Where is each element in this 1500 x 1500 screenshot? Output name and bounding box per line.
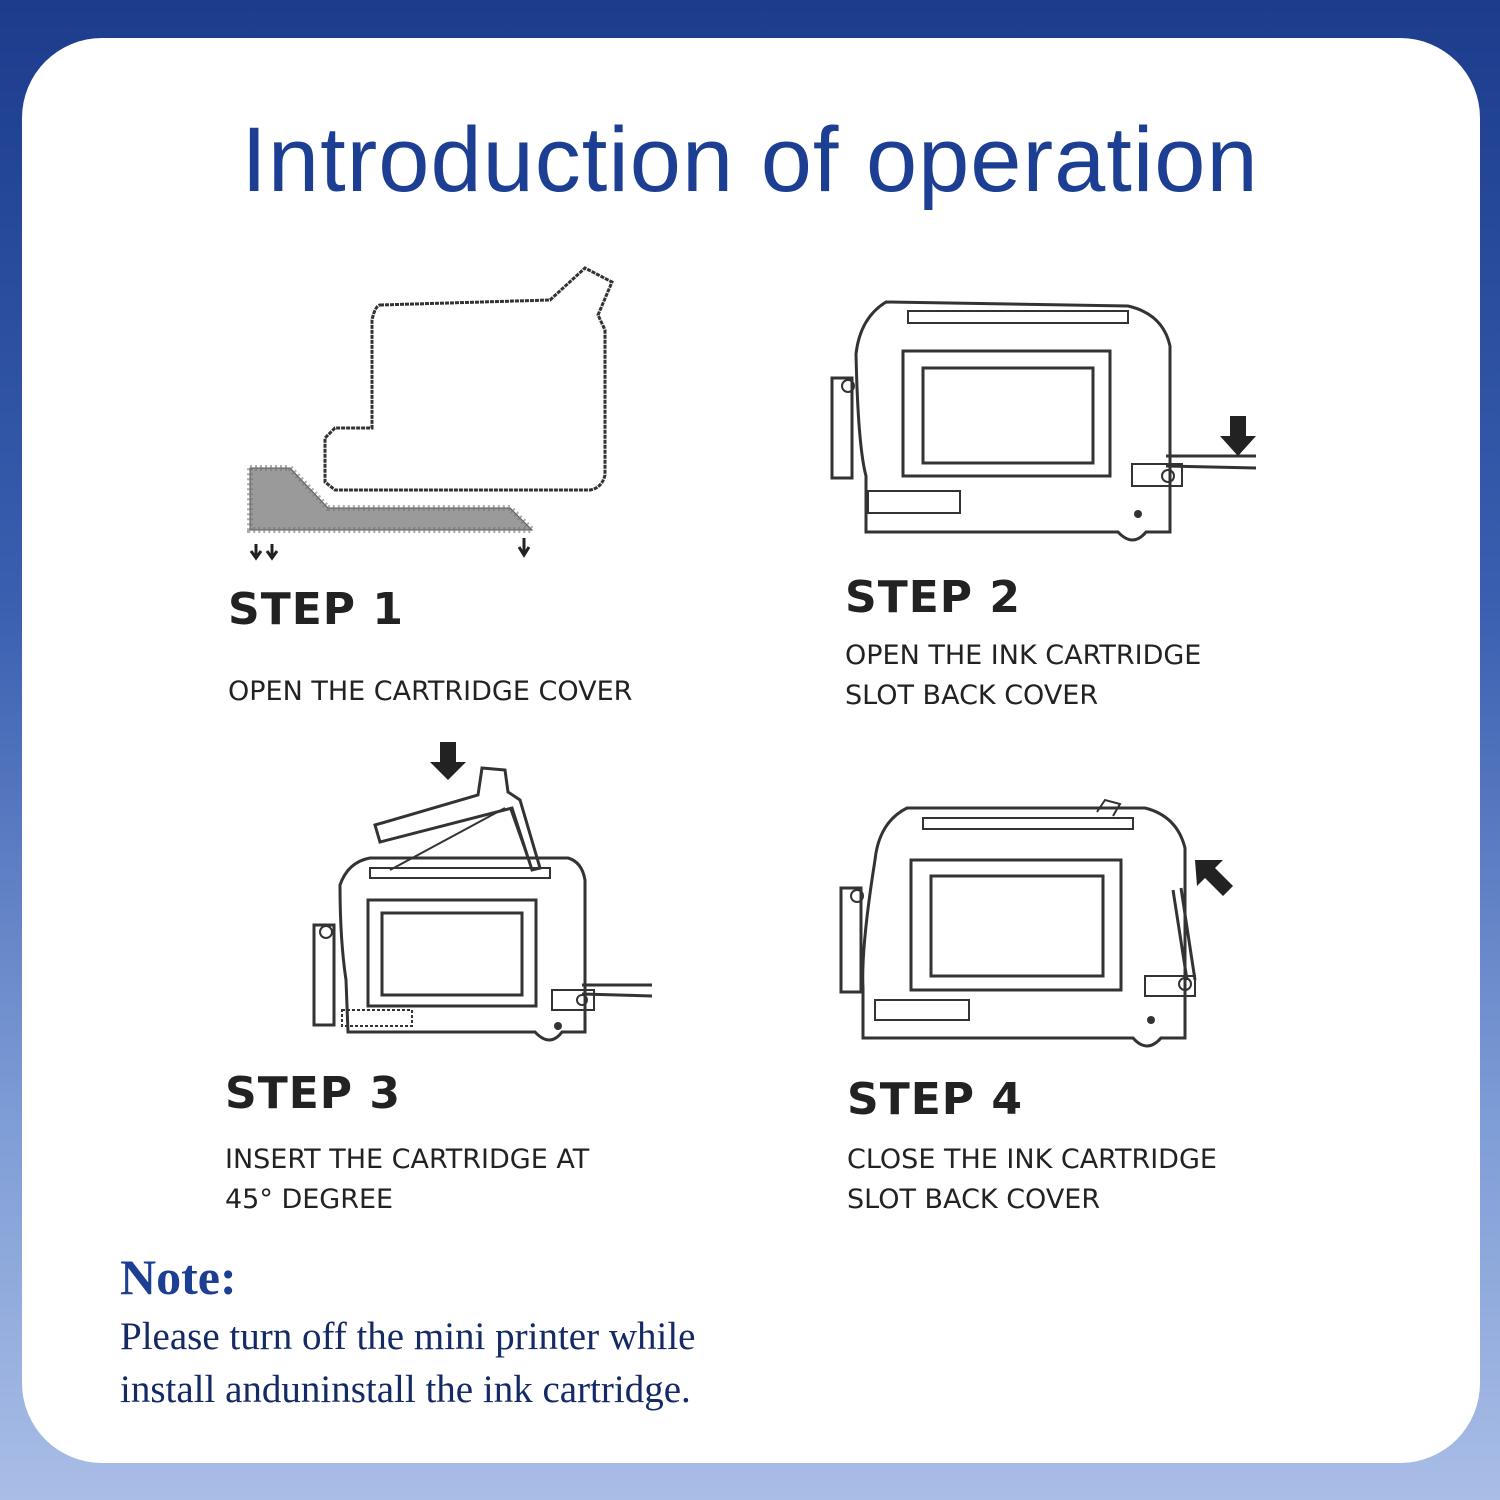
step-1-description: OPEN THE CARTRIDGE COVER: [228, 672, 632, 712]
step-2-printer-illustration: [830, 300, 1257, 542]
step-2-title: STEP 2: [845, 572, 1021, 623]
step-2-description: OPEN THE INK CARTRIDGE SLOT BACK COVER: [845, 636, 1201, 716]
step-4-line-1: CLOSE THE INK CARTRIDGE: [847, 1144, 1217, 1175]
step-3-printer-illustration: [312, 742, 653, 1042]
step-1-title: STEP 1: [228, 584, 404, 635]
note-text: Please turn off the mini printer while i…: [120, 1310, 695, 1416]
step-3-line-2: 45° DEGREE: [225, 1184, 394, 1215]
note-title: Note:: [120, 1249, 237, 1305]
step-4-title: STEP 4: [847, 1074, 1023, 1125]
step-4-description: CLOSE THE INK CARTRIDGE SLOT BACK COVER: [847, 1140, 1217, 1220]
step-2-line-1: OPEN THE INK CARTRIDGE: [845, 640, 1202, 671]
step-3-title: STEP 3: [225, 1068, 401, 1119]
step-3-description: INSERT THE CARTRIDGE AT 45° DEGREE: [225, 1140, 589, 1220]
page-title: Introduction of operation: [241, 109, 1259, 211]
step-3-line-1: INSERT THE CARTRIDGE AT: [225, 1144, 590, 1175]
note-line-1: Please turn off the mini printer while: [120, 1315, 696, 1358]
step-4-line-2: SLOT BACK COVER: [847, 1184, 1101, 1215]
content-card: [22, 38, 1480, 1463]
step-1-cartridge-illustration: [247, 266, 614, 561]
note-line-2: install anduninstall the ink cartridge.: [120, 1368, 691, 1411]
step-4-printer-illustration: [839, 798, 1233, 1048]
step-1-line-1: OPEN THE CARTRIDGE COVER: [228, 676, 633, 707]
step-2-line-2: SLOT BACK COVER: [845, 680, 1099, 711]
